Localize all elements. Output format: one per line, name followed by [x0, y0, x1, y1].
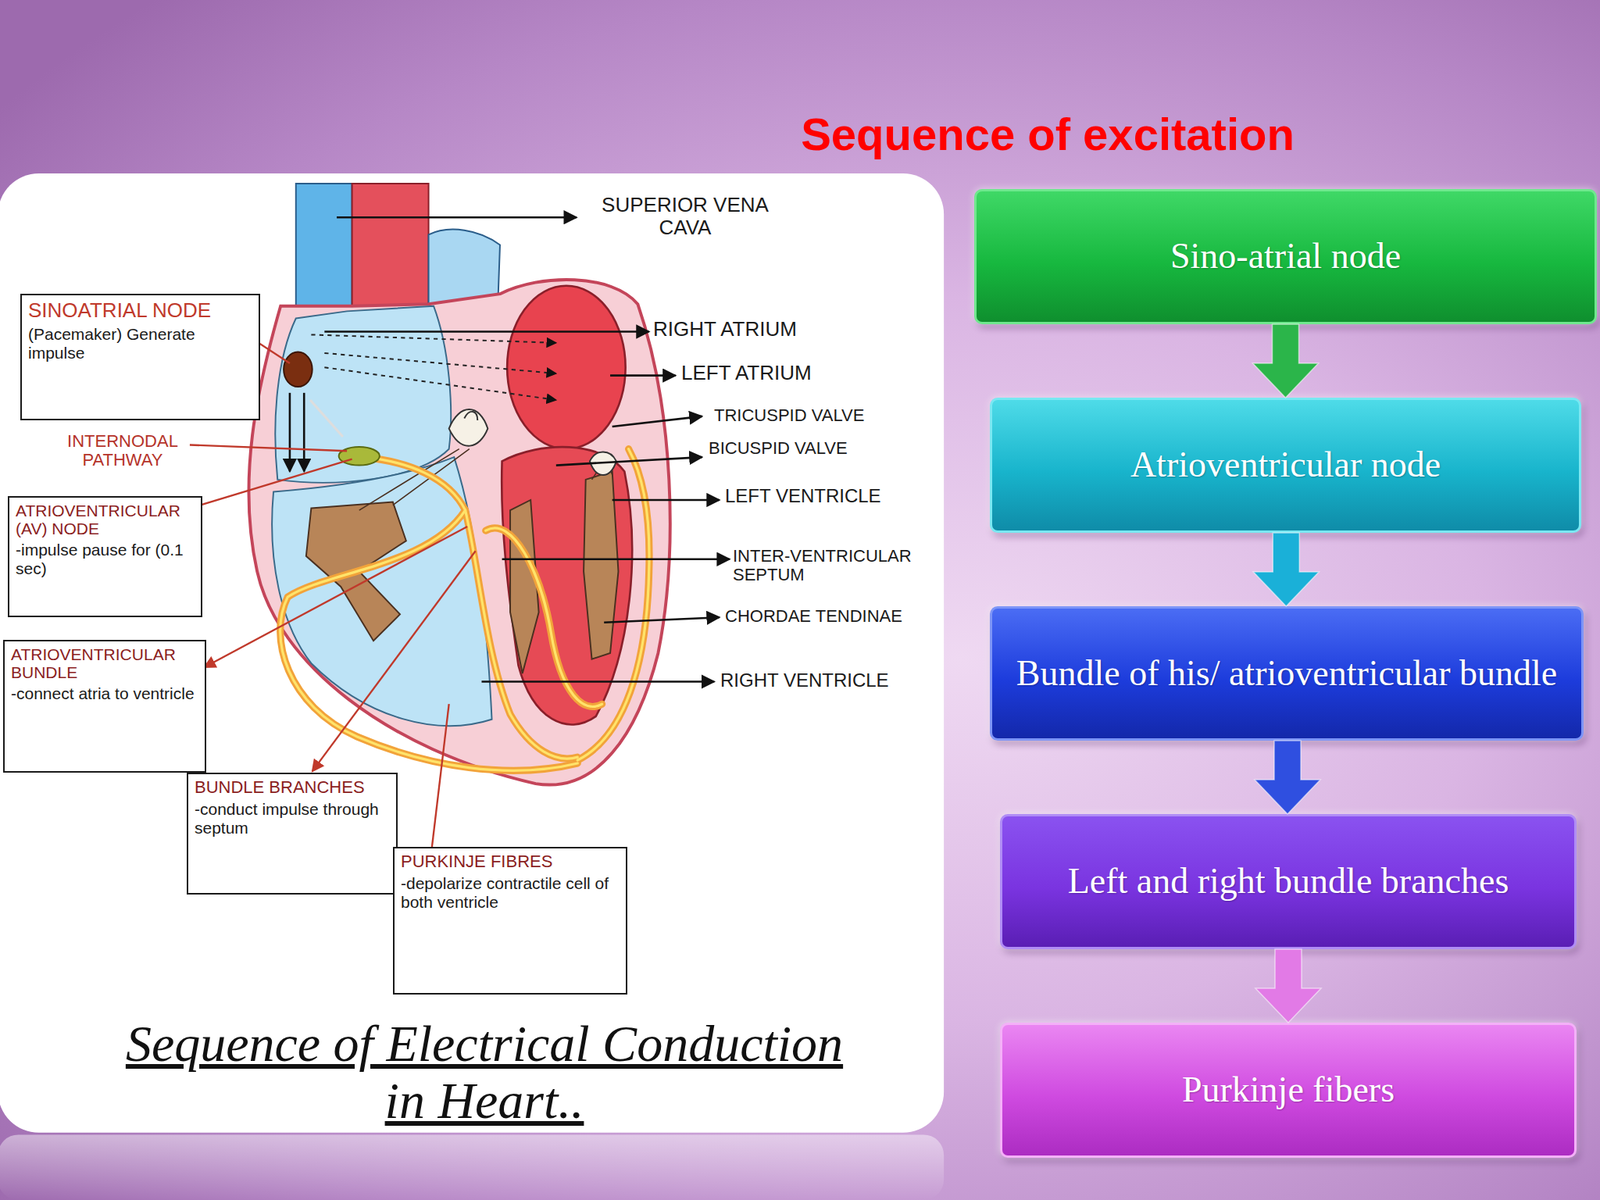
process-box: Left and right bundle branches	[1000, 814, 1577, 950]
callout-heading: ATRIOVENTRICULAR (AV) NODE	[15, 501, 195, 538]
callout-note: -impulse pause for (0.1 sec)	[15, 540, 195, 579]
process-box: Sino-atrial node	[974, 189, 1597, 325]
label-arrow	[502, 557, 730, 561]
leader-line	[203, 526, 468, 668]
label-arrow	[336, 216, 577, 219]
av-node	[339, 446, 380, 466]
leader-line	[312, 550, 476, 772]
label-arrow	[556, 457, 703, 465]
part-label: SUPERIOR VENA CAVA	[579, 193, 791, 239]
papillary-muscle	[510, 500, 540, 674]
step-text: Atrioventricular node	[1130, 444, 1441, 486]
internodal-arrow	[303, 392, 306, 472]
callout-note: -depolarize contractile cell of both ven…	[400, 874, 620, 912]
left-atrium	[507, 285, 626, 450]
label-arrow	[603, 617, 720, 623]
step-text: Bundle of his/ atrioventricular bundle	[1016, 653, 1558, 695]
process-box: Bundle of his/ atrioventricular bundle	[989, 606, 1584, 741]
part-label: LEFT ATRIUM	[681, 361, 869, 385]
callout-heading: PURKINJE FIBRES	[400, 852, 620, 872]
part-label: RIGHT ATRIUM	[653, 317, 857, 341]
chordae-tendineae	[359, 449, 613, 511]
conduction-fibre	[485, 528, 603, 708]
part-label: LEFT VENTRICLE	[725, 485, 952, 507]
step-text: Sino-atrial node	[1170, 235, 1401, 278]
label-arrow	[612, 416, 703, 427]
tricuspid-valve	[449, 409, 489, 447]
flow-arrow	[1254, 740, 1321, 815]
label-arrow	[324, 330, 649, 333]
part-label: INTER-VENTRICULAR SEPTUM	[732, 546, 960, 585]
leader-line	[183, 459, 353, 511]
callout-box: SINOATRIAL NODE (Pacemaker) Generate impu…	[20, 293, 261, 421]
internodal-arrow	[289, 392, 292, 472]
interatrial-pathway	[310, 334, 556, 343]
callout-heading: SINOATRIAL NODE	[28, 299, 253, 322]
callout-box: BUNDLE BRANCHES -conduct impulse through …	[186, 772, 398, 895]
part-label: TRICUSPID VALVE	[714, 406, 918, 425]
callout-heading: ATRIOVENTRICULAR BUNDLE	[10, 645, 199, 682]
internodal-arrow	[310, 400, 343, 437]
flow-arrow	[1255, 949, 1322, 1023]
callout-note: (Pacemaker) Generate impulse	[28, 325, 253, 363]
callout-note: -conduct impulse through septum	[194, 800, 390, 838]
callout-box: PURKINJE FIBRES-depolarize contractile c…	[392, 846, 628, 995]
conduction-fibre	[280, 510, 579, 771]
step-text: Purkinje fibers	[1182, 1069, 1395, 1111]
heart-wall	[248, 279, 670, 786]
sa-node	[283, 352, 313, 387]
callout-note: -connect atria to ventricle	[10, 684, 199, 704]
callout-box: ATRIOVENTRICULAR (AV) NODE-impulse pause…	[7, 496, 203, 618]
panel-reflection	[0, 1134, 944, 1200]
part-label: INTERNODAL PATHWAY	[48, 432, 197, 470]
conduction-core	[280, 510, 579, 771]
conduction-core	[577, 449, 650, 761]
interatrial-pathway	[324, 353, 556, 374]
label-arrow	[481, 680, 715, 683]
label-arrow	[610, 374, 676, 377]
callout-heading: BUNDLE BRANCHES	[194, 778, 390, 797]
process-box: Purkinje fibers	[1000, 1022, 1577, 1158]
callout-box: ATRIOVENTRICULAR BUNDLE-connect atria to…	[3, 639, 207, 773]
process-box: Atrioventricular node	[989, 397, 1582, 533]
part-label: RIGHT VENTRICLE	[720, 670, 947, 691]
part-label: CHORDAE TENDINAE	[725, 607, 952, 626]
flow-arrow	[1253, 532, 1319, 607]
interatrial-pathway	[324, 367, 556, 400]
step-text: Left and right bundle branches	[1067, 860, 1510, 903]
label-arrow	[612, 499, 720, 502]
leader-line	[189, 444, 347, 451]
slide-title: Sequence of excitation	[781, 108, 1315, 161]
conduction-core	[485, 528, 603, 708]
diagram-caption: Sequence of Electrical Conduction in Hea…	[109, 1015, 860, 1129]
flow-arrow	[1253, 324, 1319, 398]
part-label: BICUSPID VALVE	[708, 439, 912, 458]
conduction-fibre	[577, 449, 650, 761]
white-panel	[0, 173, 944, 1133]
